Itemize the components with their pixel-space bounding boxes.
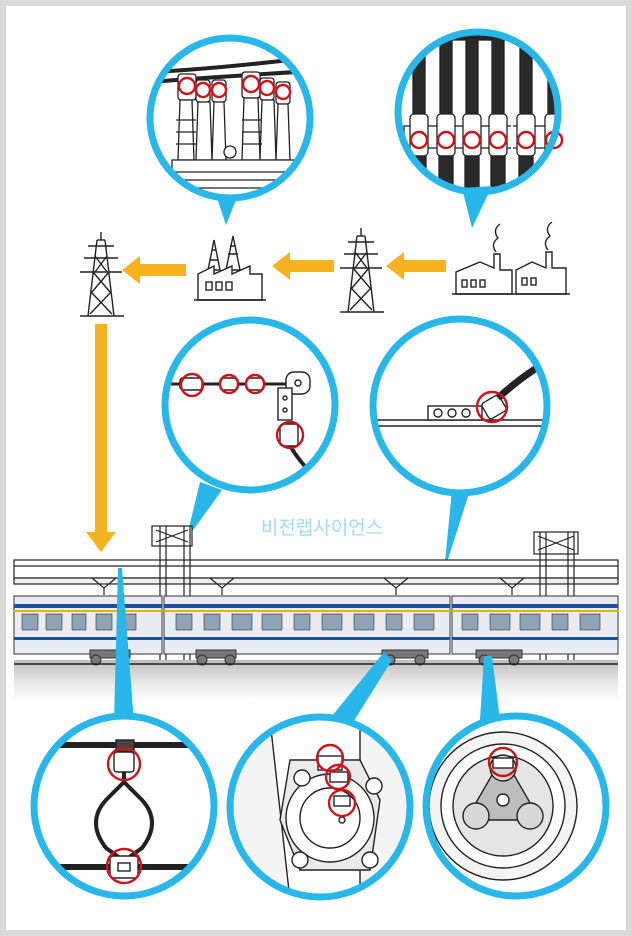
arrow-left-icon (386, 252, 446, 280)
power-plant-icon (452, 221, 570, 295)
transmission-tower-icon (80, 232, 124, 317)
transmission-tower-icon (340, 228, 384, 313)
cable-connector-icon (369, 315, 551, 572)
train-icon (13, 525, 619, 702)
transformer-bushing-icon (146, 34, 314, 225)
wheel-hub-icon (422, 712, 610, 900)
flow-arrows (86, 252, 446, 552)
catenary-dropper-icon (30, 712, 218, 900)
arrow-left-icon (272, 252, 334, 280)
overhead-line-clamp-icon (161, 316, 339, 540)
arrow-left-icon (122, 256, 186, 284)
pointer-stems (114, 568, 500, 724)
cable-terminal-icon (394, 28, 564, 228)
arrow-down-icon (86, 324, 116, 552)
watermark-text: 비전랩사이언스 (261, 517, 383, 539)
substation-icon (194, 235, 266, 301)
